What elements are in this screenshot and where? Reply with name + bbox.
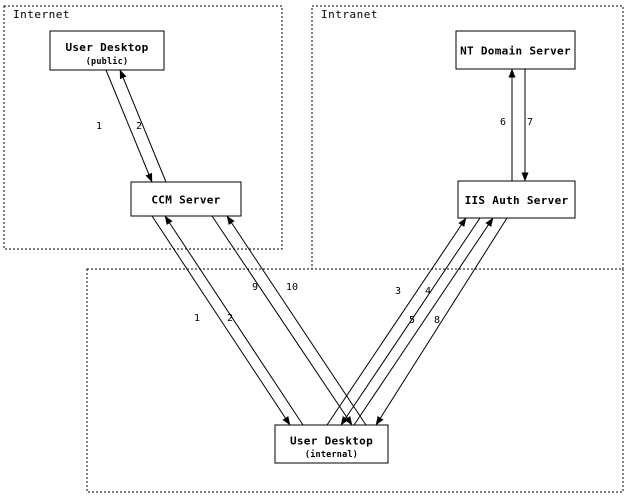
flow-arrow-step-9-ccm-server-to-user-desktop-internal (211, 215, 353, 426)
zone-label-internet: Internet (13, 8, 70, 21)
flow-arrow-step-5-user-desktop-internal-to-iis-auth-server (353, 217, 494, 426)
node-sublabel-user-desktop-internal: (internal) (305, 449, 358, 460)
flow-arrow-step-3-user-desktop-internal-to-iis-auth-server (326, 217, 467, 426)
flow-step-label: 1 (96, 121, 102, 132)
node-nt-domain-server: NT Domain Server (455, 30, 576, 70)
flow-arrow-step-2-ccm-server-to-user-desktop-public (119, 69, 167, 183)
flow-arrow-step-10-user-desktop-internal-to-ccm-server (226, 215, 367, 426)
flow-step-labels-layer: 1 2 1 2 9 10 6 7 3 4 5 8 (96, 117, 533, 326)
flow-arrow-step-4-iis-auth-server-to-user-desktop-internal (340, 217, 481, 426)
node-ccm-server: CCM Server (130, 181, 242, 217)
flow-step-label: 1 (194, 313, 200, 324)
node-box-user-desktop-public (49, 30, 165, 71)
node-iis-auth-server: IIS Auth Server (457, 180, 576, 219)
zone-internal (86, 268, 624, 493)
flow-arrow-step-1-ccm-server-to-user-desktop-internal (151, 215, 291, 426)
node-box-iis-auth-server (457, 180, 576, 219)
flow-arrow-step-1-user-desktop-public-to-ccm-server (105, 69, 153, 183)
zone-label-intranet: Intranet (321, 8, 378, 21)
zone-border-internal (86, 268, 624, 493)
nodes-layer: User Desktop (public) CCM Server NT Domain … (49, 30, 576, 464)
flow-step-label: 6 (500, 117, 506, 128)
node-user-desktop-public: User Desktop (public) (49, 30, 165, 71)
node-sublabel-user-desktop-public: (public) (86, 56, 129, 67)
flow-step-label: 9 (252, 282, 258, 293)
flows-layer (105, 68, 529, 426)
flow-step-label: 2 (136, 121, 142, 132)
node-label-user-desktop-public: User Desktop (65, 41, 148, 54)
node-box-nt-domain-server (455, 30, 576, 70)
zone-internet: Internet (3, 5, 283, 250)
zone-border-internet (3, 5, 283, 250)
node-box-ccm-server (130, 181, 242, 217)
node-box-user-desktop-internal (274, 424, 389, 464)
node-label-user-desktop-internal: User Desktop (290, 435, 373, 448)
flow-arrow-step-2-user-desktop-internal-to-ccm-server (164, 215, 304, 426)
flow-step-label: 4 (425, 286, 431, 297)
node-label-iis-auth-server: IIS Auth Server (465, 194, 569, 207)
flow-step-label: 10 (286, 282, 298, 293)
flow-step-label: 7 (527, 117, 533, 128)
flow-step-label: 8 (434, 315, 440, 326)
zones-layer: Internet Intranet (3, 5, 624, 493)
flow-step-label: 5 (409, 315, 415, 326)
node-label-nt-domain-server: NT Domain Server (460, 45, 571, 58)
node-label-ccm-server: CCM Server (151, 194, 220, 207)
flow-step-label: 3 (395, 286, 401, 297)
node-user-desktop-internal: User Desktop(internal) (274, 424, 389, 464)
flow-step-label: 2 (227, 313, 233, 324)
flow-arrow-step-8-iis-auth-server-to-user-desktop-internal (375, 217, 508, 426)
